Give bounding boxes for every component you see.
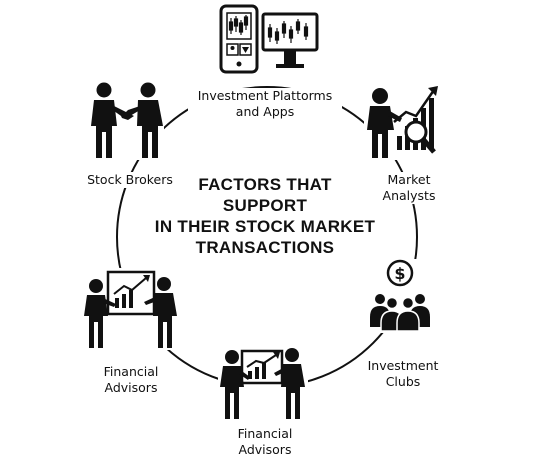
label-stock-brokers: Stock Brokers [80, 172, 180, 188]
title-line: TRANSACTIONS [195, 238, 335, 257]
presentation-board-icon [82, 268, 180, 350]
label-financial-advisors-left: Financial Advisors [92, 364, 170, 396]
title-line: IN THEIR STOCK MARKET [154, 217, 376, 236]
handshake-icon [90, 80, 164, 160]
title-line: FACTORS THAT [198, 175, 332, 194]
svg-text:$: $ [394, 264, 405, 283]
title-line: SUPPORT [222, 196, 308, 215]
presentation-board-icon [218, 343, 308, 421]
label-financial-advisors-bottom: Financial Advisors [226, 426, 304, 458]
phone-monitor-chart-icon [218, 4, 320, 76]
label-investment-clubs: Investment Clubs [362, 358, 444, 390]
group-dollar-icon: $ [366, 259, 434, 333]
analyst-magnifier-chart-icon [364, 82, 442, 160]
label-investment-platforms: Investment Plattorms and Apps [188, 88, 342, 120]
diagram-title: FACTORS THAT SUPPORT IN THEIR STOCK MARK… [150, 174, 380, 258]
label-market-analysts: Market Analysts [368, 172, 450, 204]
